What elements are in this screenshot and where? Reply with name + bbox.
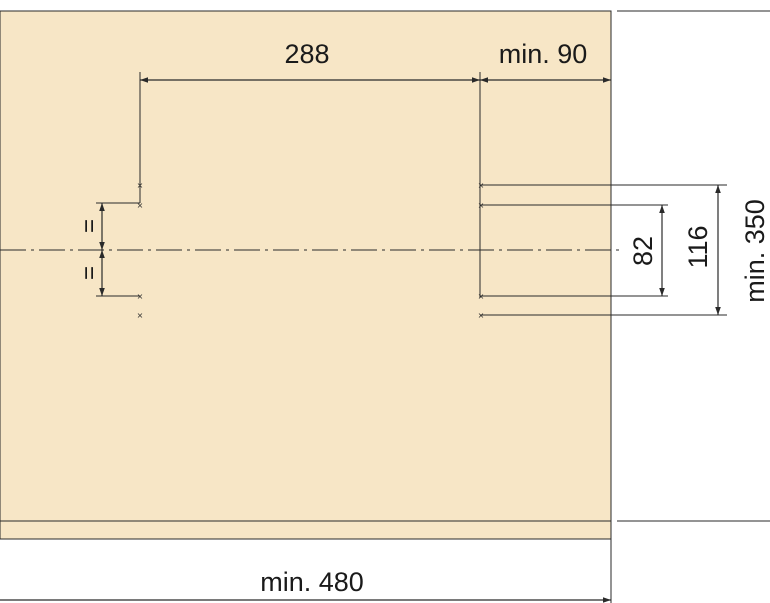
hole-mark: × <box>137 181 144 190</box>
hole-mark: × <box>478 292 485 301</box>
hole-mark: × <box>478 181 485 190</box>
equal-sign-lower: = <box>76 266 103 280</box>
hole-mark: × <box>478 201 485 210</box>
dim-min350-label: min. 350 <box>740 199 770 303</box>
hole-mark: × <box>478 311 485 320</box>
dim-82-label: 82 <box>628 236 658 266</box>
dim-min90-label: min. 90 <box>499 39 588 69</box>
hole-mark: × <box>137 201 144 210</box>
right-hole-markers: × × × × <box>478 181 485 320</box>
dim-288-label: 288 <box>284 39 329 69</box>
hole-mark: × <box>137 311 144 320</box>
dim-116-label: 116 <box>683 225 713 268</box>
equal-sign-upper: = <box>76 219 103 233</box>
dim-min480-label: min. 480 <box>260 567 364 597</box>
